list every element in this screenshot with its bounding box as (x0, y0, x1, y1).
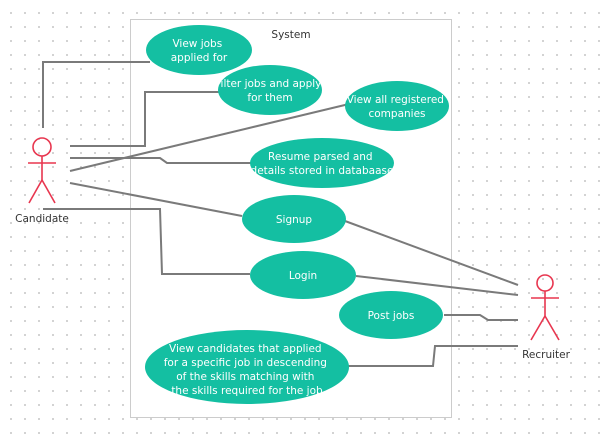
use-case-label: View candidates that applied for a speci… (164, 343, 331, 397)
actor-label-recruiter: Recruiter (522, 349, 571, 361)
actor-label-candidate: Candidate (15, 213, 69, 225)
use-case-shape[interactable] (250, 251, 356, 299)
assoc-recruiter-login[interactable] (355, 275, 519, 296)
use-case-view-candidates[interactable]: View candidates that applied for a speci… (145, 330, 349, 404)
use-case-label: View all registered companies (347, 94, 448, 120)
actor-recruiter[interactable]: Recruiter (522, 274, 571, 361)
assoc-recruiter-view-candidates[interactable] (348, 345, 518, 367)
use-case-resume-parsed[interactable]: Resume parsed and details stored in data… (250, 138, 394, 188)
use-case-signup[interactable]: Signup (242, 195, 346, 243)
use-case-shape[interactable] (345, 81, 449, 131)
actor-candidate[interactable]: Candidate (15, 137, 69, 225)
use-case-view-jobs-applied[interactable]: View jobs applied for (146, 25, 252, 75)
assoc-candidate-view-companies[interactable] (69, 103, 350, 172)
use-case-label: Resume parsed and details stored in data… (251, 151, 394, 177)
use-case-label: Filter jobs and apply for them (215, 78, 325, 104)
assoc-candidate-login[interactable] (43, 208, 250, 275)
use-case-shape[interactable] (250, 138, 394, 188)
stick-figure-icon (28, 137, 56, 204)
assoc-candidate-filter-jobs[interactable] (70, 91, 222, 147)
system-title: System (271, 29, 310, 41)
assoc-candidate-signup[interactable] (69, 182, 243, 217)
use-case-label: Login (289, 270, 317, 282)
use-case-label: Signup (276, 214, 313, 226)
assoc-recruiter-signup[interactable] (344, 220, 519, 286)
assoc-candidate-view-jobs-applied[interactable] (42, 61, 150, 128)
assoc-recruiter-post-jobs[interactable] (444, 314, 518, 321)
use-case-view-companies[interactable]: View all registered companies (345, 81, 449, 131)
assoc-candidate-resume-parsed[interactable] (70, 157, 251, 164)
use-case-shape[interactable] (145, 330, 349, 404)
associations (42, 61, 519, 367)
use-case-label: View jobs applied for (171, 38, 228, 64)
stick-figure-icon (530, 274, 560, 341)
use-case-shape[interactable] (242, 195, 346, 243)
use-case-filter-jobs[interactable]: Filter jobs and apply for them (215, 65, 325, 115)
use-case-label: Post jobs (368, 310, 415, 322)
use-case-shape[interactable] (339, 291, 443, 339)
use-case-post-jobs[interactable]: Post jobs (339, 291, 443, 339)
use-case-shape[interactable] (218, 65, 322, 115)
use-case-shape[interactable] (146, 25, 252, 75)
use-case-login[interactable]: Login (250, 251, 356, 299)
